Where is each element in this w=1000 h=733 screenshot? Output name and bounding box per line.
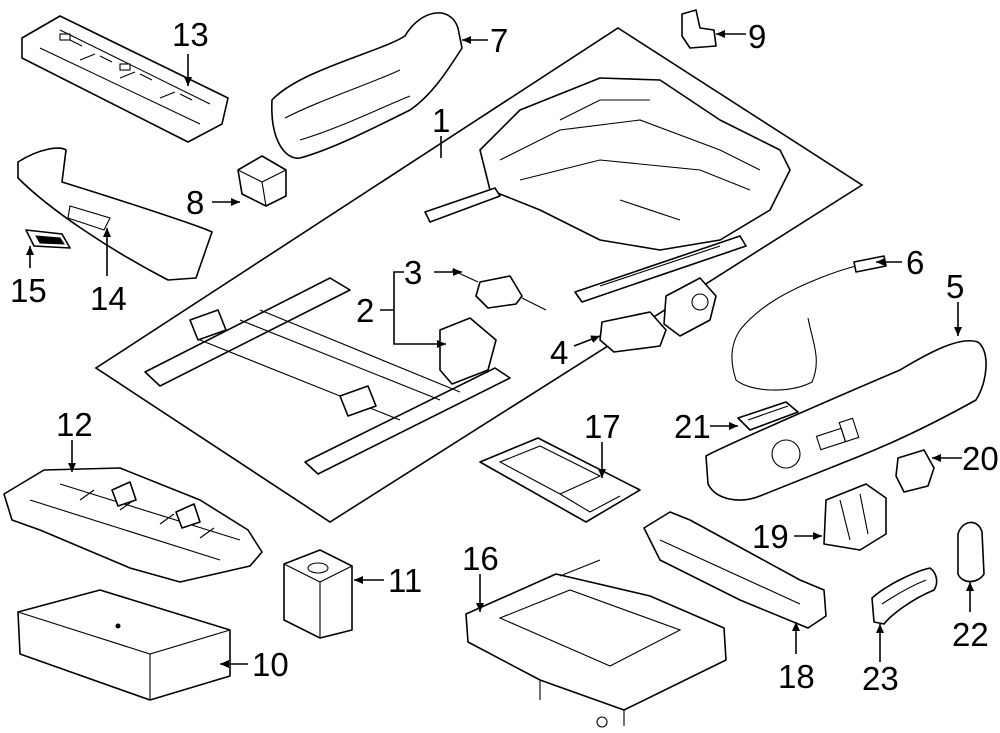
part-19-switch-assembly	[823, 483, 887, 551]
callout-8: 8	[186, 184, 204, 221]
callout-1: 1	[432, 102, 450, 139]
part-10-control-box	[17, 589, 231, 701]
part-4-motor-gearbox	[599, 277, 717, 353]
callout-22: 22	[952, 616, 989, 653]
callout-7: 7	[490, 22, 508, 59]
callout-11: 11	[388, 562, 422, 599]
callout-6: 6	[906, 244, 924, 281]
callout-12: 12	[56, 406, 93, 443]
part-22-handle-cap	[957, 521, 985, 583]
callout-15: 15	[10, 272, 47, 309]
part-5-side-panel	[705, 340, 987, 501]
leader-2	[380, 271, 446, 344]
part-9-clip	[681, 9, 717, 49]
callout-21: 21	[674, 408, 711, 445]
part-13-seat-plate	[21, 15, 229, 143]
callout-5: 5	[946, 268, 964, 305]
part-14-front-trim	[17, 147, 213, 281]
part-23-handle	[871, 567, 938, 625]
part-16-lower-frame	[465, 559, 727, 728]
leader-4	[573, 335, 601, 347]
part-2-seat-track	[144, 277, 511, 475]
part-7-side-shield	[271, 12, 463, 159]
part-20-switch	[895, 449, 935, 493]
callout-3: 3	[404, 254, 422, 291]
callout-13: 13	[172, 16, 209, 53]
assembly-frame-outline	[94, 27, 864, 523]
part-21-switch	[737, 401, 799, 431]
callout-2: 2	[356, 292, 374, 329]
callout-20: 20	[962, 440, 999, 477]
callout-16: 16	[462, 540, 499, 577]
callout-19: 19	[752, 518, 789, 555]
part-3-motor	[451, 269, 547, 311]
callout-9: 9	[748, 18, 766, 55]
callout-17: 17	[584, 408, 621, 445]
callout-14: 14	[90, 280, 127, 317]
part-15-clip	[25, 229, 71, 249]
leader-lines	[26, 30, 974, 668]
callout-10: 10	[252, 646, 289, 683]
part-11-module	[283, 549, 353, 639]
part-12-lower-cover	[3, 467, 263, 583]
part-6-wire-harness	[731, 255, 887, 391]
part-1-seat-frame	[424, 77, 791, 303]
callout-18: 18	[778, 658, 815, 695]
part-18-side-rail	[643, 511, 827, 629]
callout-labels: 13 7 9 1 8 15 14 6 5 3 2 4 21 17 20 12 1…	[10, 16, 999, 697]
callout-4: 4	[550, 334, 568, 371]
part-17-tray	[479, 437, 641, 523]
callout-23: 23	[862, 660, 899, 697]
part-8-spacer	[237, 155, 287, 207]
